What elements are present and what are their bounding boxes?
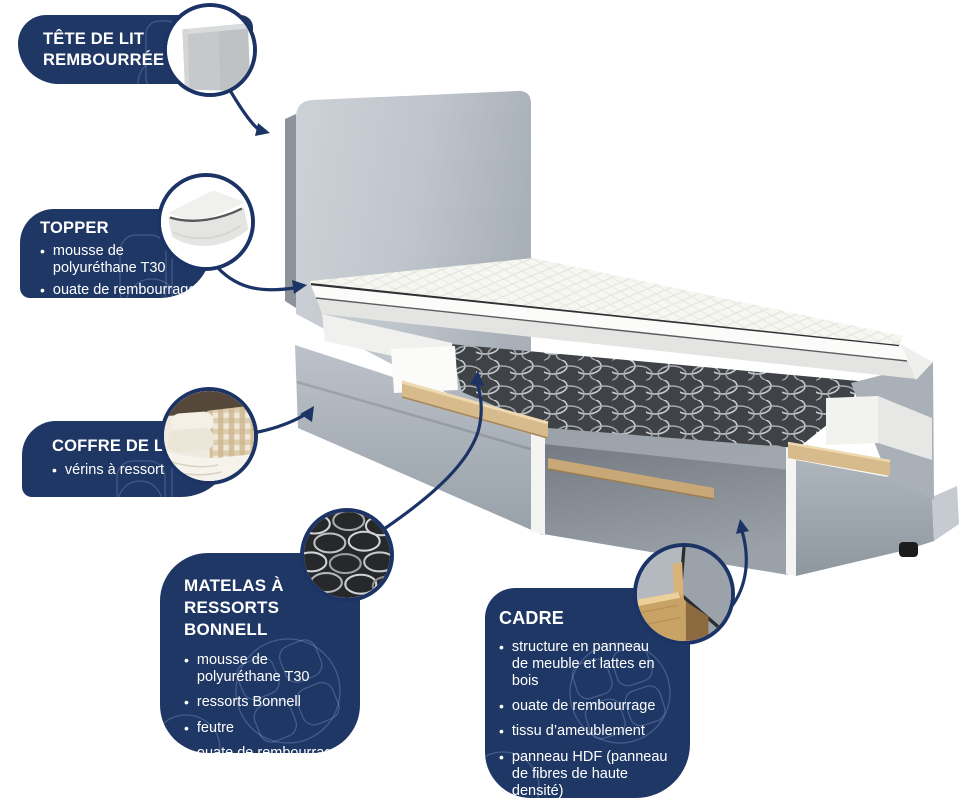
arrowhead-coffre bbox=[300, 406, 314, 422]
bullet-dot: • bbox=[184, 719, 189, 736]
list-item: • feutre bbox=[184, 720, 346, 737]
bullet-dot: • bbox=[499, 639, 504, 656]
cut-edge-left bbox=[531, 415, 545, 535]
base-right-end bbox=[932, 486, 959, 541]
rim-corner bbox=[900, 344, 933, 380]
base-seam bbox=[296, 380, 542, 454]
bed bbox=[285, 90, 959, 576]
list-item: • tissu d’ameublement bbox=[499, 723, 680, 740]
bullet-dot: • bbox=[499, 723, 504, 740]
bullet-text: structure en panneau de meuble et lattes… bbox=[511, 639, 655, 690]
bullet-dot: • bbox=[499, 698, 504, 715]
list-item: • structure en panneau de meuble et latte… bbox=[499, 639, 680, 690]
list-item: • ouate de rembourrage bbox=[40, 282, 212, 298]
callout-title: CADRE bbox=[499, 608, 565, 628]
magnifier-topper-edge-photo bbox=[157, 173, 255, 271]
wood-bar-left bbox=[402, 381, 548, 439]
arrowhead-cadre bbox=[736, 519, 749, 534]
callout-title: TOPPER bbox=[40, 219, 109, 237]
open-storage-bedding-photo bbox=[164, 391, 254, 481]
callout-bullets: • mousse de polyuréthane T30 • ressorts Bo… bbox=[184, 652, 346, 753]
list-item: • mousse de polyuréthane T30 bbox=[40, 243, 212, 277]
magnifier-bonnell-springs-photo bbox=[300, 508, 394, 602]
magnifier-headboard-fabric-photo bbox=[163, 3, 257, 97]
bullet-text: ouate de rembourrage bbox=[52, 282, 197, 298]
wood-frame-corner-photo bbox=[637, 547, 731, 641]
bullet-text: mousse de polyuréthane T30 bbox=[196, 652, 310, 686]
arrowhead-matelas bbox=[470, 371, 484, 386]
storage-wood-slat bbox=[548, 458, 714, 499]
wood-strip-right bbox=[788, 442, 890, 476]
bullet-text: feutre bbox=[196, 719, 234, 736]
bullet-dot: • bbox=[184, 694, 189, 711]
list-item: • panneau HDF (panneau de fibres de haute… bbox=[499, 749, 680, 798]
cut-edge-right bbox=[786, 445, 796, 576]
list-item: • ressorts Bonnell bbox=[184, 694, 346, 711]
magnifier-open-storage-bedding-photo bbox=[160, 387, 258, 485]
list-item: • mousse de polyuréthane T30 bbox=[184, 652, 346, 686]
callout-bullets: • vérins à ressort bbox=[52, 462, 233, 479]
headboard-fabric-corner-photo bbox=[167, 7, 253, 93]
topper-gap-line bbox=[310, 282, 900, 347]
arrowheads bbox=[255, 123, 749, 534]
bullet-dot: • bbox=[184, 744, 189, 753]
bullet-text: ouate de rembourrage bbox=[196, 744, 341, 753]
bullet-text: ouate de rembourrage bbox=[511, 698, 656, 715]
bullet-dot: • bbox=[40, 243, 45, 260]
springs bbox=[450, 344, 858, 448]
base-front bbox=[295, 345, 543, 535]
list-item: • ouate de rembourrage bbox=[499, 698, 680, 715]
topper-top bbox=[310, 258, 902, 345]
magnifier-wood-frame-corner-photo bbox=[633, 543, 735, 645]
piping-corner-right bbox=[878, 396, 932, 460]
headboard-side bbox=[285, 114, 296, 308]
bullet-text: tissu d’ameublement bbox=[511, 723, 645, 740]
bullet-text: mousse de polyuréthane T30 bbox=[52, 243, 166, 277]
foam-block-left bbox=[391, 346, 458, 393]
connector-topper bbox=[216, 266, 296, 292]
bullet-text: vérins à ressort bbox=[64, 462, 165, 479]
connector-matelas bbox=[382, 381, 483, 531]
bonnell-springs-photo bbox=[304, 512, 390, 598]
bed-foot bbox=[899, 542, 918, 557]
topper-front-edge bbox=[310, 283, 908, 361]
callout-bullets: • structure en panneau de meuble et latte… bbox=[499, 639, 680, 798]
mattress-border bbox=[316, 297, 916, 379]
foam-block-right bbox=[826, 396, 878, 445]
arrowhead-topper bbox=[292, 280, 307, 294]
list-item: • vérins à ressort bbox=[52, 462, 233, 479]
bullet-dot: • bbox=[499, 748, 504, 765]
bullet-text: panneau HDF (panneau de fibres de haute … bbox=[511, 748, 668, 798]
bullet-dot: • bbox=[52, 462, 57, 479]
callout-title: MATELAS À RESSORTS BONNELL bbox=[184, 576, 284, 639]
callout-bullets: • mousse de polyuréthane T30 • ouate de re… bbox=[40, 243, 212, 298]
bullet-dot: • bbox=[184, 652, 189, 669]
arrowhead-tete bbox=[255, 123, 270, 136]
topper-edge-photo bbox=[161, 177, 251, 267]
connector-tete bbox=[229, 90, 260, 131]
callout-title: TÊTE DE LIT REMBOURRÉE bbox=[43, 30, 165, 70]
list-item: • ouate de rembourrage bbox=[184, 745, 346, 753]
bullet-dot: • bbox=[40, 282, 45, 298]
bullet-text: ressorts Bonnell bbox=[196, 694, 301, 711]
